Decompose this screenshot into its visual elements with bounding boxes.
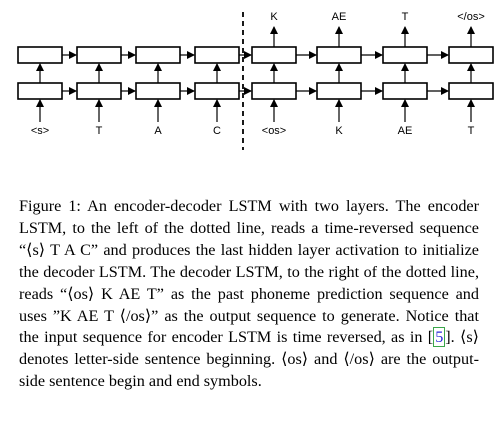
decoder-input-label: <os>: [262, 125, 286, 137]
decoder-input-label: K: [335, 125, 343, 137]
lstm-cell-layer1: [251, 82, 297, 100]
decoder-input-label: T: [468, 125, 475, 137]
figure-caption: Figure 1: An encoder-decoder LSTM with t…: [19, 197, 479, 391]
encoder-input-label: <s>: [31, 125, 49, 137]
encoder-input-label: T: [96, 125, 103, 137]
lstm-cell-layer2: [194, 46, 240, 64]
decoder-output-label: </os>: [457, 11, 485, 23]
encoder-decoder-diagram: <s> T A C <os> K AE T K AE T </os>: [17, 11, 494, 150]
lstm-cell-layer2: [135, 46, 181, 64]
caption-text-end: . ⟨s⟩ denotes letter-side sentence begin…: [19, 328, 479, 391]
encoder-input-label: C: [213, 125, 221, 137]
lstm-cell-layer1: [448, 82, 494, 100]
lstm-cell-layer1: [316, 82, 362, 100]
caption-text: An encoder-decoder LSTM with two layers.…: [19, 197, 479, 347]
lstm-cell-layer1: [17, 82, 63, 100]
lstm-cell-layer1: [194, 82, 240, 100]
decoder-output-label: T: [402, 11, 409, 23]
decoder-output-label: AE: [332, 11, 347, 23]
lstm-cell-layer2: [251, 46, 297, 64]
lstm-cell-layer2: [448, 46, 494, 64]
lstm-cell-layer2: [382, 46, 428, 64]
citation-link[interactable]: 5: [433, 327, 446, 348]
lstm-cell-layer2: [17, 46, 63, 64]
decoder-output-label: K: [270, 11, 278, 23]
lstm-cell-layer2: [76, 46, 122, 64]
caption-label: Figure 1:: [19, 197, 81, 215]
lstm-cell-layer2: [316, 46, 362, 64]
lstm-cell-layer1: [135, 82, 181, 100]
lstm-cell-layer1: [76, 82, 122, 100]
lstm-cell-layer1: [382, 82, 428, 100]
encoder-input-label: A: [154, 125, 162, 137]
decoder-input-label: AE: [398, 125, 413, 137]
